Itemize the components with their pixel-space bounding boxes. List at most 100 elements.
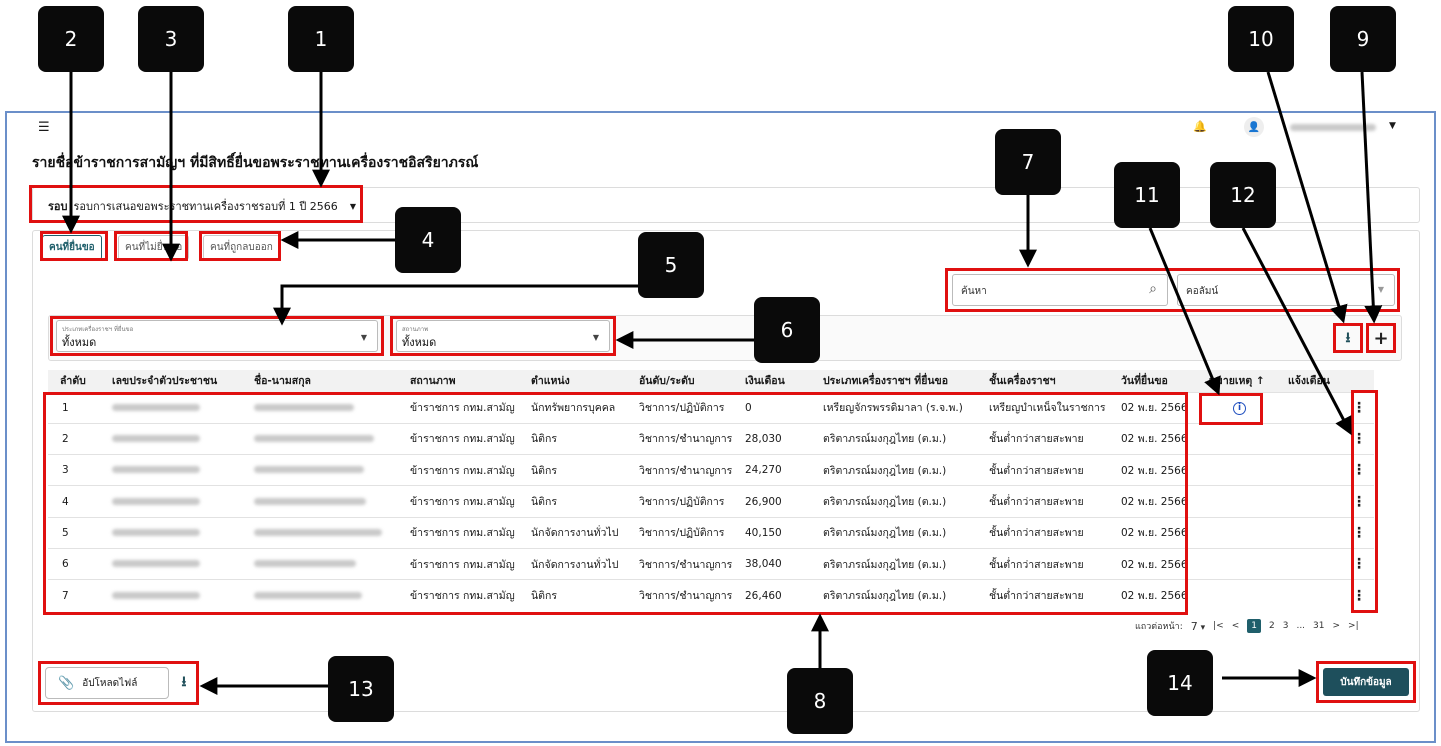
- round-label: รอบ: [48, 200, 68, 213]
- cell-level: วิชาการ/ปฏิบัติการ: [627, 516, 733, 549]
- cell-name-blurred: [242, 454, 398, 486]
- menu-collapse-icon[interactable]: ☰: [38, 120, 50, 135]
- kebab-icon[interactable]: ⋮: [1352, 399, 1366, 416]
- info-icon[interactable]: i: [1233, 401, 1246, 415]
- col-header[interactable]: ชั้นเครื่องราชฯ: [977, 370, 1109, 392]
- cell-status: ข้าราชการ กทม.สามัญ: [398, 547, 519, 580]
- col-header[interactable]: ลำดับ: [48, 370, 100, 392]
- column-select-value: คอลัมน์: [1186, 286, 1219, 297]
- round-value: รอบการเสนอขอพระราชทานเครื่องราชรอบที่ 1 …: [73, 200, 338, 213]
- tab-removed[interactable]: คนที่ถูกลบออก: [203, 235, 280, 260]
- cell-action: ⋮: [1276, 579, 1374, 612]
- cell-action: ⋮: [1276, 485, 1374, 518]
- last-page-icon[interactable]: >|: [1348, 621, 1359, 631]
- column-select[interactable]: คอลัมน์ ▼: [1177, 274, 1395, 306]
- cell-no: 5: [48, 516, 100, 549]
- plus-icon[interactable]: +: [1373, 327, 1389, 349]
- kebab-icon[interactable]: ⋮: [1352, 462, 1366, 479]
- cell-type: ตริตาภรณ์มงกุฎไทย (ต.ม.): [811, 547, 977, 580]
- cell-position: นิติกร: [519, 485, 627, 518]
- cell-class: ชั้นต่ำกว่าสายสะพาย: [977, 547, 1109, 580]
- cell-status: ข้าราชการ กทม.สามัญ: [398, 422, 519, 455]
- cell-level: วิชาการ/ปฏิบัติการ: [627, 485, 733, 518]
- callout-5: 5: [638, 232, 704, 298]
- user-name-blurred[interactable]: [1290, 124, 1376, 131]
- cell-position: นักทรัพยากรบุคคล: [519, 391, 627, 424]
- cell-id-blurred: [100, 547, 242, 580]
- cell-no: 6: [48, 547, 100, 580]
- user-icon[interactable]: 👤: [1244, 117, 1264, 137]
- table-row[interactable]: 6 ข้าราชการ กทม.สามัญ นักจัดการงานทั่วไป…: [48, 547, 1374, 580]
- chevron-down-icon: ▼: [592, 333, 599, 342]
- cell-status: ข้าราชการ กทม.สามัญ: [398, 579, 519, 612]
- col-header[interactable]: เงินเดือน: [733, 370, 811, 392]
- download-icon[interactable]: ⭳: [1345, 330, 1351, 346]
- cell-remark: [1197, 516, 1276, 549]
- table-row[interactable]: 7 ข้าราชการ กทม.สามัญ นิติกร วิชาการ/ชำน…: [48, 579, 1374, 612]
- col-header[interactable]: ตำแหน่ง: [519, 370, 627, 392]
- cell-class: เหรียญบำเหน็จในราชการ: [977, 391, 1109, 424]
- cell-no: 2: [48, 422, 100, 455]
- cell-id-blurred: [100, 454, 242, 486]
- type-filter-label: ประเภทเครื่องราชฯ ที่ยื่นขอ: [62, 326, 134, 333]
- page-button[interactable]: 31: [1313, 621, 1325, 631]
- col-header[interactable]: อันดับ/ระดับ: [627, 370, 733, 392]
- next-page-icon[interactable]: >: [1332, 621, 1341, 631]
- cell-id-blurred: [100, 391, 242, 424]
- callout-8: 8: [787, 668, 853, 734]
- callout-7: 7: [995, 129, 1061, 195]
- col-header[interactable]: หมายเหตุ ↑: [1197, 370, 1276, 392]
- status-filter-select[interactable]: สถานภาพ ทั้งหมด ▼: [396, 320, 610, 352]
- page-button[interactable]: 2: [1268, 621, 1275, 631]
- table-row[interactable]: 4 ข้าราชการ กทม.สามัญ นิติกร วิชาการ/ปฏิ…: [48, 485, 1374, 518]
- callout-9: 9: [1330, 6, 1396, 72]
- chevron-down-icon: ▼: [360, 333, 367, 342]
- cell-date: 02 พ.ย. 2566: [1109, 391, 1197, 424]
- download-icon[interactable]: ⭳: [181, 674, 187, 690]
- rows-per-page-select[interactable]: 7 ▾: [1190, 619, 1206, 633]
- col-header[interactable]: วันที่ยื่นขอ: [1109, 370, 1197, 392]
- save-button[interactable]: บันทึกข้อมูล: [1323, 668, 1409, 696]
- kebab-icon[interactable]: ⋮: [1352, 430, 1366, 447]
- cell-status: ข้าราชการ กทม.สามัญ: [398, 454, 519, 486]
- search-input[interactable]: ค้นหา ⌕: [952, 274, 1168, 306]
- table-row[interactable]: 5 ข้าราชการ กทม.สามัญ นักจัดการงานทั่วไป…: [48, 516, 1374, 549]
- page-button[interactable]: 3: [1282, 621, 1289, 631]
- user-menu-chevron-down-icon[interactable]: ▼: [1389, 121, 1396, 131]
- kebab-icon[interactable]: ⋮: [1352, 556, 1366, 573]
- cell-date: 02 พ.ย. 2566: [1109, 454, 1197, 486]
- rows-per-page-label: แถวต่อหน้า:: [1135, 622, 1183, 632]
- kebab-icon[interactable]: ⋮: [1352, 493, 1366, 510]
- table-row[interactable]: 2 ข้าราชการ กทม.สามัญ นิติกร วิชาการ/ชำน…: [48, 422, 1374, 455]
- col-header[interactable]: ประเภทเครื่องราชฯ ที่ยื่นขอ: [811, 370, 977, 392]
- type-filter-select[interactable]: ประเภทเครื่องราชฯ ที่ยื่นขอ ทั้งหมด ▼: [56, 320, 378, 352]
- first-page-icon[interactable]: |<: [1213, 621, 1224, 631]
- table-row[interactable]: 1 ข้าราชการ กทม.สามัญ นักทรัพยากรบุคคล ว…: [48, 391, 1374, 424]
- cell-salary: 26,900: [733, 485, 811, 518]
- cell-action: ⋮: [1276, 422, 1374, 455]
- round-panel: [32, 187, 1420, 223]
- tab-not-requested[interactable]: คนที่ไม่ยื่นขอ: [118, 235, 190, 260]
- page-button-current[interactable]: 1: [1247, 619, 1261, 633]
- cell-date: 02 พ.ย. 2566: [1109, 485, 1197, 518]
- cell-salary: 26,460: [733, 579, 811, 612]
- kebab-icon[interactable]: ⋮: [1352, 587, 1366, 604]
- prev-page-icon[interactable]: <: [1231, 621, 1240, 631]
- type-filter-value: ทั้งหมด: [62, 336, 97, 349]
- col-header[interactable]: แจ้งเตือน: [1276, 370, 1374, 392]
- cell-status: ข้าราชการ กทม.สามัญ: [398, 485, 519, 518]
- col-header[interactable]: เลขประจำตัวประชาชน: [100, 370, 242, 392]
- cell-action: ⋮: [1276, 516, 1374, 549]
- table-row[interactable]: 3 ข้าราชการ กทม.สามัญ นิติกร วิชาการ/ชำน…: [48, 454, 1374, 486]
- cell-remark: [1197, 547, 1276, 580]
- col-header[interactable]: ชื่อ-นามสกุล: [242, 370, 398, 392]
- upload-button[interactable]: 📎 อัปโหลดไฟล์: [45, 667, 169, 699]
- table-header-row: ลำดับ เลขประจำตัวประชาชน ชื่อ-นามสกุล สถ…: [48, 370, 1374, 392]
- tab-requested[interactable]: คนที่ยื่นขอ: [42, 235, 102, 260]
- round-selector[interactable]: รอบ รอบการเสนอขอพระราชทานเครื่องราชรอบที…: [48, 197, 356, 215]
- col-header[interactable]: สถานภาพ: [398, 370, 519, 392]
- cell-remark: [1197, 579, 1276, 612]
- kebab-icon[interactable]: ⋮: [1352, 524, 1366, 541]
- bell-icon[interactable]: 🔔: [1193, 120, 1207, 133]
- cell-name-blurred: [242, 547, 398, 580]
